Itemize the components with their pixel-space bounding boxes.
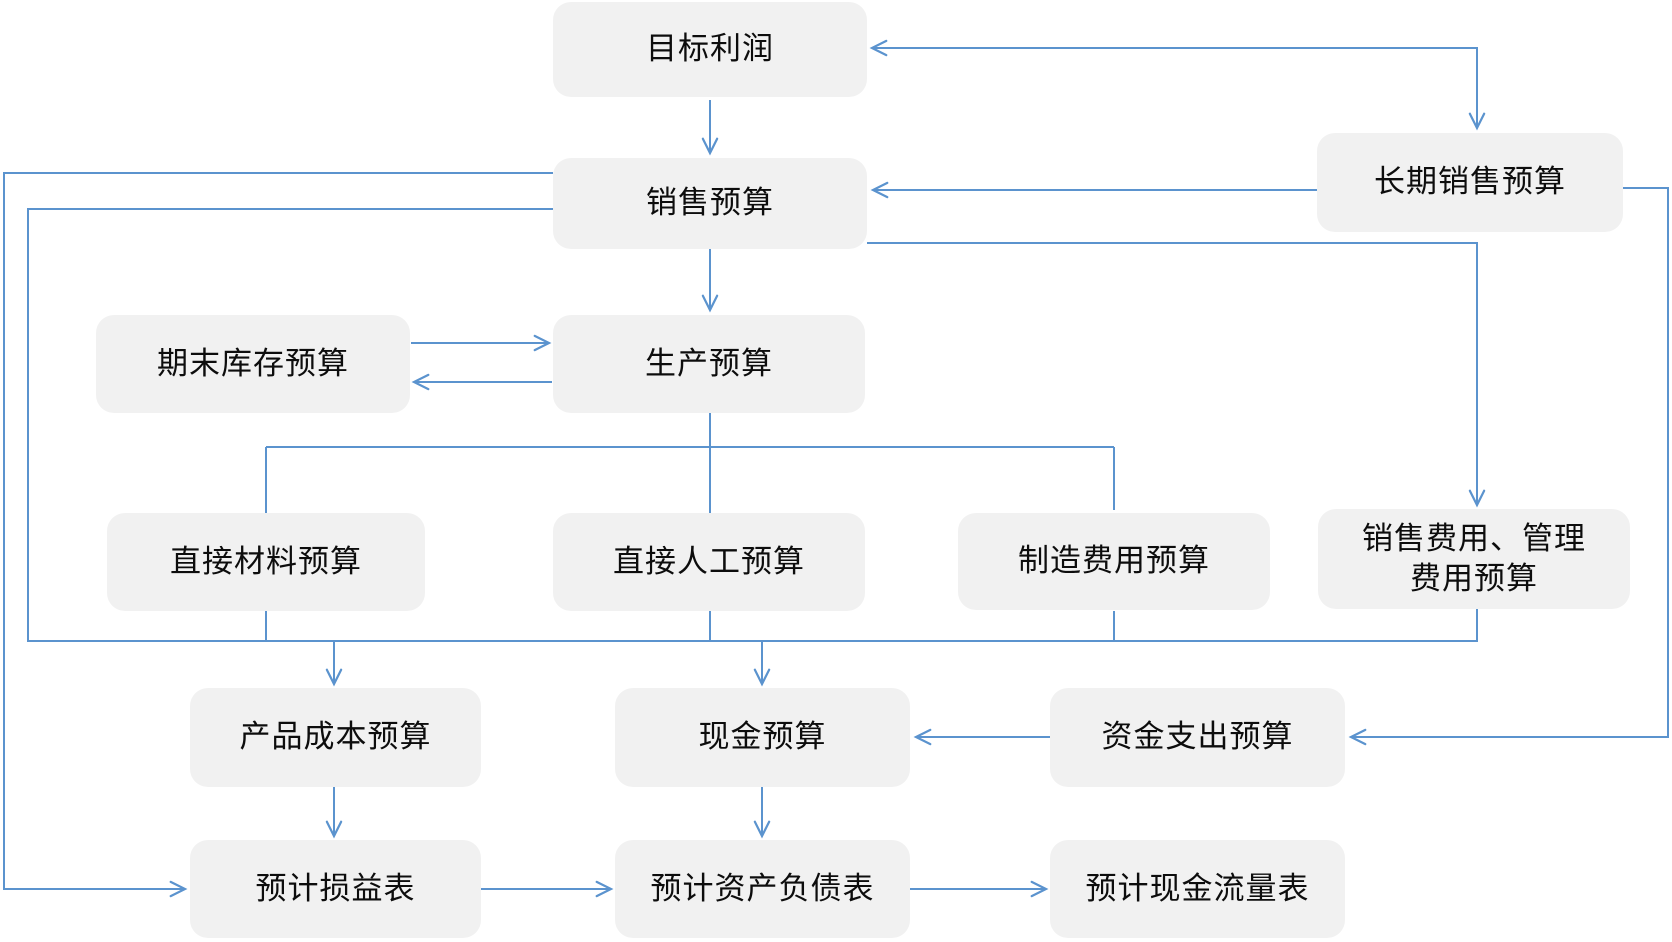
node-sales-budget-label: 销售预算: [646, 185, 774, 222]
node-ending-inventory-budget: 期末库存预算: [96, 315, 410, 413]
node-direct-labor-budget: 直接人工预算: [553, 513, 865, 611]
node-direct-materials-budget-label: 直接材料预算: [170, 543, 362, 580]
node-budgeted-balance-sheet: 预计资产负债表: [615, 840, 910, 938]
node-budgeted-balance-sheet-label: 预计资产负债表: [650, 870, 875, 907]
connector-salesbudget-incomestatement: [3, 172, 553, 898]
node-selling-admin-expense-budget-label: 销售费用、管理 费用预算: [1362, 520, 1586, 597]
node-cash-budget-label: 现金预算: [698, 719, 827, 756]
node-target-profit: 目标利润: [553, 2, 867, 97]
node-target-profit-label: 目标利润: [646, 31, 774, 68]
node-direct-labor-budget-label: 直接人工预算: [613, 543, 805, 580]
node-sales-budget: 销售预算: [553, 158, 867, 249]
connector-summary-bus: [27, 208, 1478, 642]
node-ending-inventory-budget-label: 期末库存预算: [157, 345, 349, 382]
connector-salesbudget-sellingadmin: [867, 242, 1486, 508]
node-selling-admin-expense-budget: 销售费用、管理 费用预算: [1318, 509, 1630, 609]
connector-longterm-capex: [1348, 187, 1669, 746]
node-long-term-sales-budget-label: 长期销售预算: [1374, 164, 1566, 201]
node-manufacturing-overhead-budget: 制造费用预算: [958, 513, 1270, 610]
connector-production-fanout: [265, 413, 1115, 513]
node-long-term-sales-budget: 长期销售预算: [1317, 133, 1623, 232]
node-production-budget-label: 生产预算: [645, 345, 773, 382]
node-budgeted-income-statement: 预计损益表: [190, 840, 481, 938]
node-budgeted-cash-flow-statement-label: 预计现金流量表: [1085, 870, 1310, 907]
node-product-cost-budget-label: 产品成本预算: [239, 719, 432, 756]
node-product-cost-budget: 产品成本预算: [190, 688, 481, 787]
node-budgeted-cash-flow-statement: 预计现金流量表: [1050, 840, 1345, 938]
connector-longterm-targetprofit: [869, 39, 1486, 131]
node-budgeted-income-statement-label: 预计损益表: [255, 870, 416, 907]
node-direct-materials-budget: 直接材料预算: [107, 513, 425, 611]
node-cash-budget: 现金预算: [615, 688, 910, 787]
node-manufacturing-overhead-budget-label: 制造费用预算: [1018, 543, 1210, 580]
node-capital-expenditure-budget-label: 资金支出预算: [1101, 719, 1294, 756]
node-capital-expenditure-budget: 资金支出预算: [1050, 688, 1345, 787]
node-production-budget: 生产预算: [553, 315, 865, 413]
